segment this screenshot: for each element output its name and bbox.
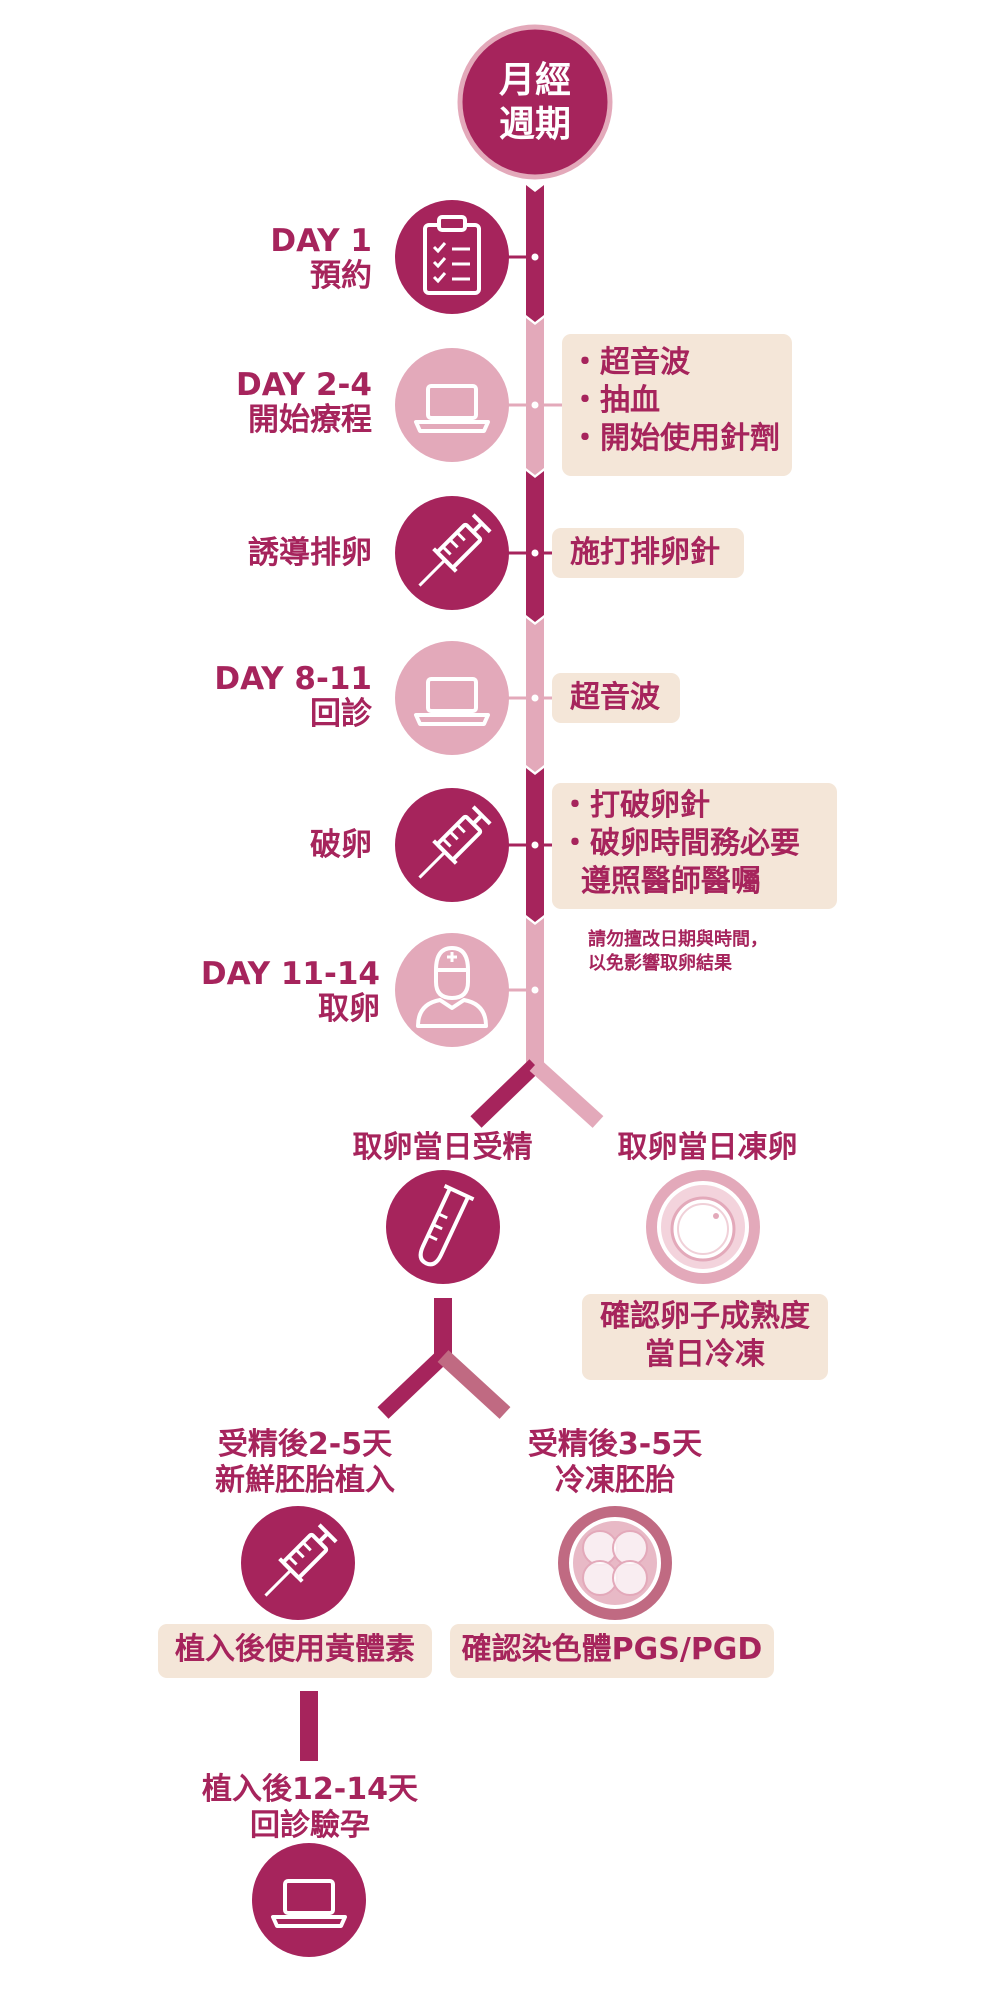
note-item: 超音波 bbox=[570, 680, 660, 715]
title-line: 受精後2-5天 bbox=[217, 1427, 393, 1462]
fork-right-branch bbox=[529, 1059, 604, 1128]
step-day8-label: DAY 8-11 回診 bbox=[150, 662, 372, 732]
start-line2: 週期 bbox=[499, 104, 571, 145]
branch-frozen-title: 受精後3-5天 冷凍胚胎 bbox=[505, 1427, 725, 1499]
step-subtitle: 回診 bbox=[310, 696, 372, 732]
note-item: ・超音波 bbox=[570, 345, 690, 380]
start-line1: 月經 bbox=[499, 60, 571, 101]
note-item: ・打破卵針 bbox=[560, 788, 710, 823]
step-title: DAY 2-4 bbox=[235, 367, 372, 403]
title-line: 受精後3-5天 bbox=[527, 1427, 703, 1462]
fork2-left-branch bbox=[377, 1350, 449, 1419]
step-title: DAY 11-14 bbox=[200, 956, 380, 992]
step-subtitle: 開始療程 bbox=[248, 402, 372, 438]
final-circle bbox=[252, 1843, 366, 1957]
warning-note: 請勿擅改日期與時間， 以免影響取卵結果 bbox=[588, 928, 768, 976]
final-stem bbox=[300, 1691, 318, 1761]
note-item: 施打排卵針 bbox=[570, 535, 720, 570]
clipboard-icon bbox=[423, 215, 481, 295]
step4-circle bbox=[395, 641, 509, 755]
step-day2-label: DAY 2-4 開始療程 bbox=[170, 368, 372, 438]
step3-circle bbox=[395, 496, 509, 610]
step-subtitle: 預約 bbox=[310, 258, 372, 294]
start-circle bbox=[457, 24, 613, 180]
box-line: 當日冷凍 bbox=[645, 1337, 765, 1372]
timeline-segment bbox=[526, 471, 544, 622]
step-trigger-label: 破卵 bbox=[170, 828, 372, 863]
progesterone-box: 植入後使用黃體素 bbox=[158, 1624, 432, 1678]
step-title: DAY 8-11 bbox=[214, 661, 372, 697]
timeline-dots bbox=[531, 253, 539, 994]
freeze-egg-box: 確認卵子成熟度 當日冷凍 bbox=[582, 1294, 828, 1380]
test-tube-icon bbox=[418, 1183, 475, 1267]
note-day2-box: ・超音波 ・抽血 ・開始使用針劑 bbox=[562, 334, 792, 476]
note-day8-box: 超音波 bbox=[552, 673, 680, 723]
step5-circle bbox=[395, 788, 509, 902]
note-item: ・抽血 bbox=[570, 383, 660, 418]
note-item: ・開始使用針劑 bbox=[570, 421, 780, 456]
branch-freeze-egg-title: 取卵當日凍卵 bbox=[617, 1130, 798, 1165]
title-line: 冷凍胚胎 bbox=[555, 1463, 675, 1498]
stem bbox=[434, 1298, 452, 1356]
fork-left-branch bbox=[470, 1059, 541, 1128]
egg-cell-icon bbox=[657, 1181, 749, 1273]
branch-fresh-title: 受精後2-5天 新鮮胚胎植入 bbox=[190, 1427, 420, 1499]
warning-line: 以免影響取卵結果 bbox=[588, 953, 732, 974]
step-subtitle: 取卵 bbox=[318, 991, 380, 1027]
timeline-segment bbox=[526, 918, 544, 1072]
box-line: 確認卵子成熟度 bbox=[600, 1299, 810, 1334]
doctor-icon bbox=[416, 945, 488, 1028]
embryo-icon bbox=[569, 1517, 661, 1609]
title-line: 新鮮胚胎植入 bbox=[215, 1463, 395, 1498]
warning-line: 請勿擅改日期與時間， bbox=[588, 929, 768, 950]
final-title: 植入後12-14天 回診驗孕 bbox=[190, 1772, 430, 1844]
note-item: ・破卵時間務必要 bbox=[560, 826, 800, 861]
step-title: DAY 1 bbox=[270, 223, 372, 259]
step6-circle bbox=[395, 933, 509, 1047]
timeline-segment bbox=[526, 318, 544, 475]
box-line: 植入後使用黃體素 bbox=[175, 1632, 415, 1667]
step-day1-label: DAY 1 預約 bbox=[170, 224, 372, 294]
step-induce-label: 誘導排卵 bbox=[170, 536, 372, 571]
branch-fertilize-title: 取卵當日受精 bbox=[352, 1130, 533, 1165]
fork2-right-branch bbox=[437, 1350, 511, 1419]
title-line: 回診驗孕 bbox=[250, 1808, 370, 1843]
step-title: 破卵 bbox=[310, 827, 372, 863]
fertilize-circle bbox=[386, 1170, 500, 1284]
step-day11-label: DAY 11-14 取卵 bbox=[140, 957, 380, 1027]
step-title: 誘導排卵 bbox=[248, 535, 372, 571]
pgs-box: 確認染色體PGS/PGD bbox=[450, 1624, 774, 1678]
transfer-circle bbox=[241, 1506, 355, 1620]
note-induce-box: 施打排卵針 bbox=[552, 528, 744, 578]
note-trigger-box: ・打破卵針 ・破卵時間務必要 遵照醫師醫囑 bbox=[552, 783, 837, 909]
note-item: 遵照醫師醫囑 bbox=[560, 864, 761, 899]
step2-circle bbox=[395, 348, 509, 462]
box-line: 確認染色體PGS/PGD bbox=[461, 1632, 763, 1667]
title-line: 植入後12-14天 bbox=[202, 1772, 418, 1807]
